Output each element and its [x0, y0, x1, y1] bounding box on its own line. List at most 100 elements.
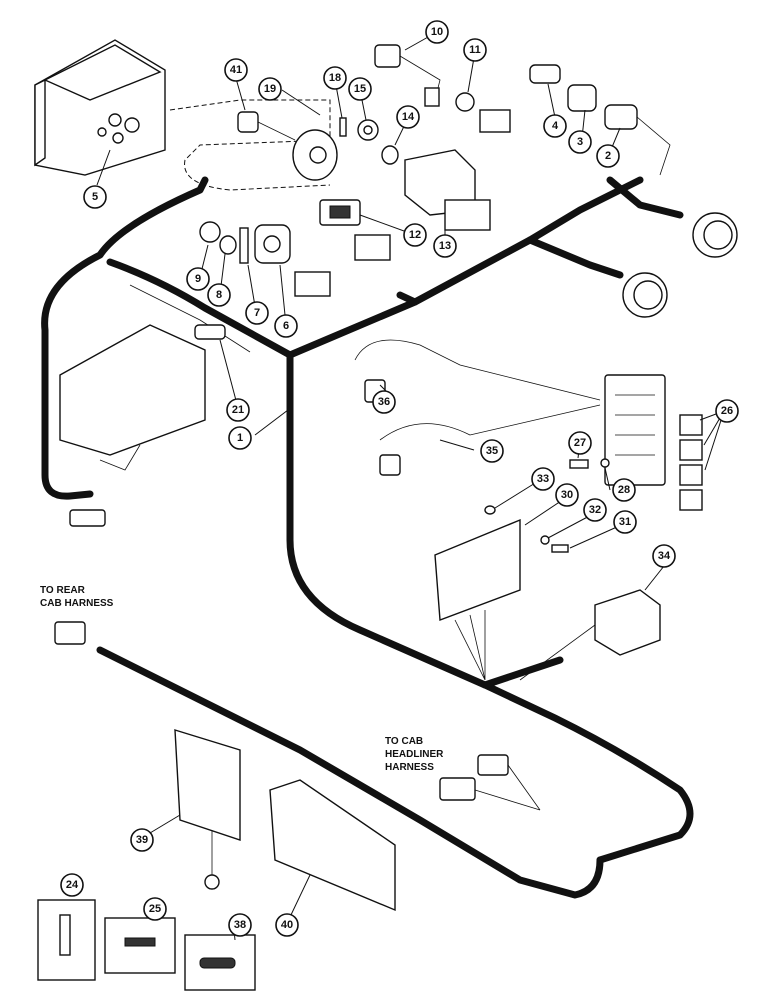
board-40: [269, 779, 396, 912]
svg-text:4: 4: [552, 120, 559, 132]
callout-13: 13: [433, 234, 457, 258]
callout-12: 12: [403, 223, 427, 247]
fuse-block: [604, 374, 666, 486]
dashed-cable: [169, 99, 331, 191]
instrument-cluster: [34, 39, 166, 176]
callout-33: 33: [531, 467, 555, 491]
callout-14: 14: [396, 105, 420, 129]
nut-33: [484, 505, 496, 515]
callout-5: 5: [83, 185, 107, 209]
svg-text:6: 6: [283, 320, 289, 332]
callout-1: 1: [228, 426, 252, 450]
svg-text:2: 2: [605, 150, 611, 162]
connector-41: [237, 111, 296, 141]
callout-2: 2: [596, 144, 620, 168]
part-box-25: [104, 917, 176, 974]
callout-3: 3: [568, 130, 592, 154]
relays-26: [679, 414, 703, 511]
svg-text:41: 41: [230, 64, 242, 76]
washer-32: [540, 535, 550, 545]
washer-8: [219, 235, 237, 255]
svg-text:13: 13: [439, 240, 451, 252]
connector-10: [374, 44, 441, 107]
nut-9: [199, 221, 221, 243]
svg-text:36: 36: [378, 396, 390, 408]
washer-14: [381, 145, 399, 165]
lighter-assembly: [529, 64, 671, 176]
round-connector-lower: [622, 272, 668, 318]
callout-8: 8: [207, 283, 231, 307]
svg-text:8: 8: [216, 289, 222, 301]
svg-text:CAB HARNESS: CAB HARNESS: [40, 598, 114, 609]
callout-32: 32: [583, 498, 607, 522]
callout-30: 30: [555, 483, 579, 507]
module-30: [434, 518, 521, 681]
svg-text:3: 3: [577, 136, 583, 148]
panel-39: [174, 729, 241, 890]
callout-21: 21: [226, 398, 250, 422]
callout-18: 18: [323, 66, 347, 90]
connector-block-c: [479, 109, 511, 133]
svg-text:TO REAR: TO REAR: [40, 585, 86, 596]
svg-text:HEADLINER: HEADLINER: [385, 749, 444, 760]
svg-text:30: 30: [561, 489, 573, 501]
svg-text:39: 39: [136, 834, 148, 846]
svg-text:10: 10: [431, 26, 443, 38]
svg-text:HARNESS: HARNESS: [385, 762, 434, 773]
connector-block-b: [444, 199, 491, 231]
callout-9: 9: [186, 267, 210, 291]
bracket-34: [519, 589, 661, 681]
switch-35: [379, 404, 601, 476]
svg-text:33: 33: [537, 473, 549, 485]
annotation-to-cab-headliner-harness: TO CAB HEADLINER HARNESS: [385, 736, 444, 773]
callout-27: 27: [568, 431, 592, 455]
headliner-connectors: [439, 754, 541, 811]
svg-text:24: 24: [66, 879, 79, 891]
component-21: [194, 324, 226, 340]
washer-28: [600, 458, 610, 468]
switch-36: [354, 339, 601, 403]
svg-text:9: 9: [195, 273, 201, 285]
callout-25: 25: [143, 897, 167, 921]
main-harness: [41, 176, 694, 899]
annotation-to-rear-cab-harness: TO REAR CAB HARNESS: [40, 585, 114, 609]
svg-text:15: 15: [354, 83, 366, 95]
svg-text:38: 38: [234, 919, 246, 931]
svg-text:18: 18: [329, 72, 341, 84]
connector-block-a: [354, 234, 391, 261]
callout-38: 38: [228, 913, 252, 937]
svg-text:34: 34: [658, 550, 671, 562]
connector-block-d: [294, 271, 331, 297]
svg-text:19: 19: [264, 83, 276, 95]
callout-36: 36: [372, 390, 396, 414]
svg-text:40: 40: [281, 919, 293, 931]
callout-28: 28: [612, 478, 636, 502]
callout-39: 39: [130, 828, 154, 852]
callout-35: 35: [480, 439, 504, 463]
callouts: 1 2 3 4 5 6 7 8 9 10 11 12 13 14 15 18 1…: [60, 20, 739, 937]
svg-text:TO CAB: TO CAB: [385, 736, 423, 747]
round-connector-upper: [692, 212, 738, 258]
grommet-11: [455, 92, 475, 112]
svg-text:25: 25: [149, 903, 161, 915]
svg-text:1: 1: [237, 432, 243, 444]
part-box-38: [184, 934, 256, 991]
nut-15: [357, 119, 379, 141]
switch-12: [319, 199, 361, 226]
svg-text:14: 14: [402, 111, 415, 123]
callout-6: 6: [274, 314, 298, 338]
svg-text:7: 7: [254, 307, 260, 319]
callout-4: 4: [543, 114, 567, 138]
left-plug: [69, 509, 106, 527]
callout-7: 7: [245, 301, 269, 325]
screw-27: [569, 459, 589, 469]
ignition-switch-6: [254, 224, 291, 264]
switch-19: [292, 129, 338, 181]
callout-11: 11: [463, 38, 487, 62]
callout-19: 19: [258, 77, 282, 101]
callout-15: 15: [348, 77, 372, 101]
svg-text:26: 26: [721, 405, 733, 417]
pin-18: [339, 117, 347, 137]
svg-text:32: 32: [589, 504, 601, 516]
